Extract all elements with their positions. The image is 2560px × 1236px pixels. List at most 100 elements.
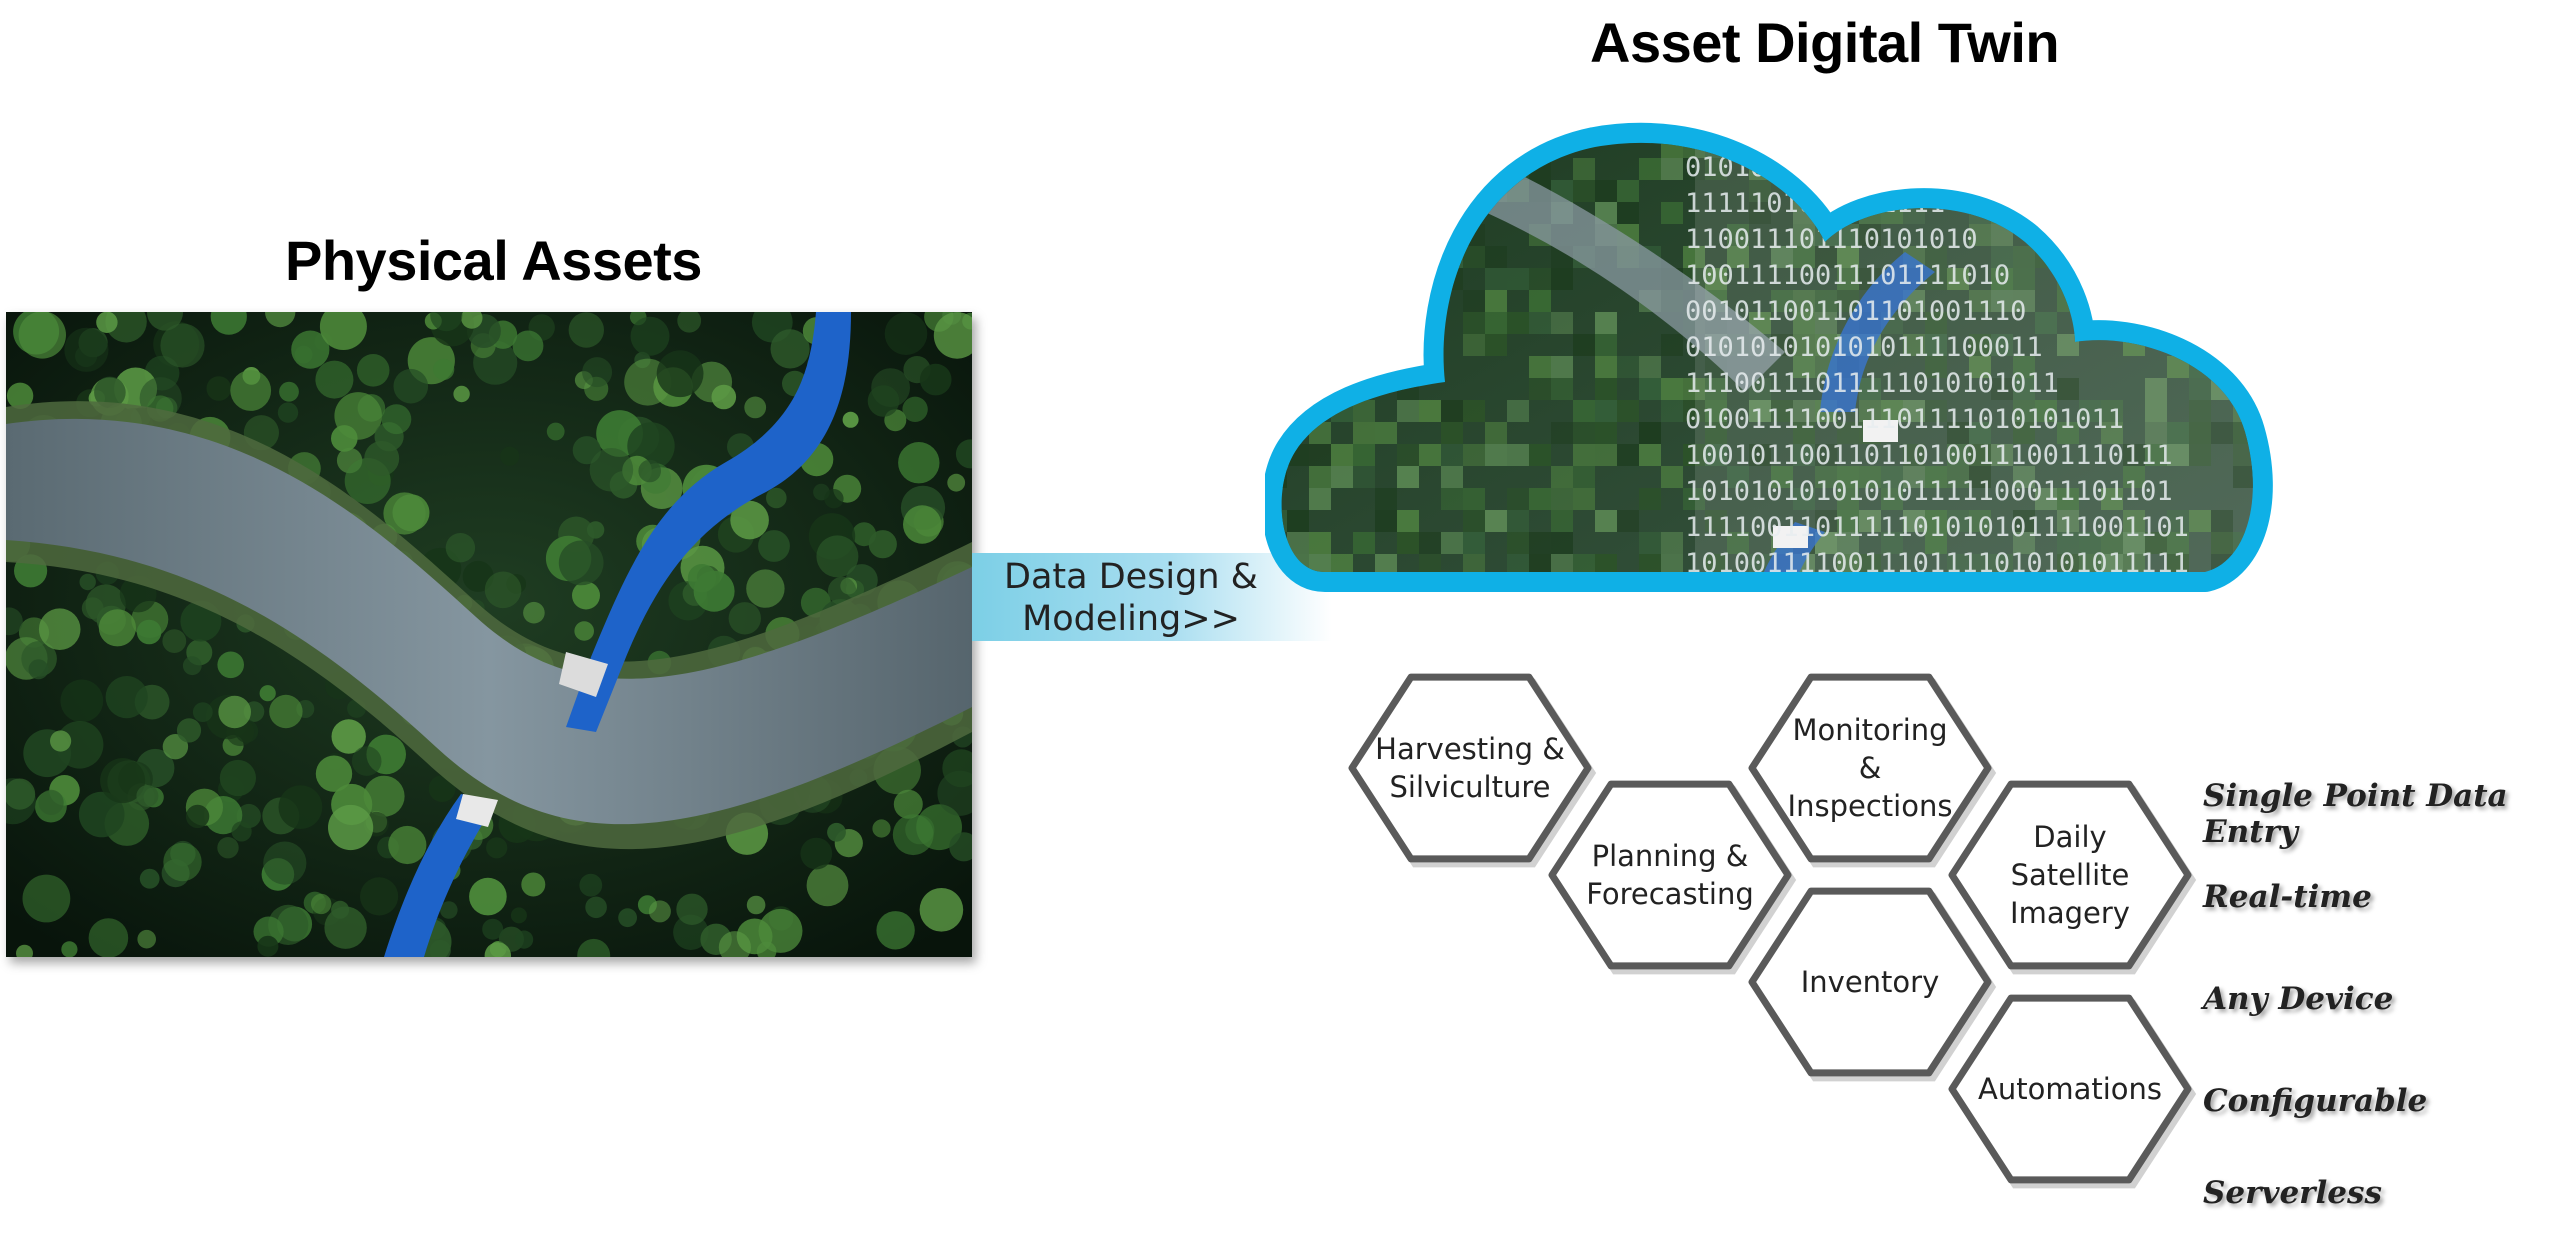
tree bbox=[523, 601, 545, 624]
pixel bbox=[1837, 180, 1859, 202]
pixel bbox=[2343, 510, 2345, 532]
tree bbox=[638, 459, 661, 483]
pixel bbox=[1595, 400, 1617, 422]
pixel bbox=[1881, 142, 1903, 158]
tree bbox=[381, 404, 412, 435]
pixel bbox=[1683, 378, 1705, 400]
pixel bbox=[2013, 246, 2035, 268]
pixel bbox=[1793, 686, 1815, 692]
pixel bbox=[2123, 620, 2145, 642]
pixel bbox=[1903, 334, 1925, 356]
tree bbox=[334, 392, 383, 440]
pixel bbox=[2101, 202, 2123, 224]
pixel bbox=[1309, 532, 1331, 554]
tree bbox=[949, 832, 972, 862]
pixel bbox=[1859, 642, 1881, 664]
pixel bbox=[1683, 642, 1705, 664]
pixel bbox=[2145, 444, 2167, 466]
feature-real-time: Real-time bbox=[2203, 879, 2372, 915]
pixel bbox=[1331, 92, 1353, 114]
pixel bbox=[1331, 224, 1353, 246]
pixel bbox=[2233, 598, 2255, 620]
pixel bbox=[2079, 246, 2101, 268]
tree bbox=[574, 621, 594, 641]
tree bbox=[898, 442, 940, 484]
pixel bbox=[1595, 598, 1617, 620]
pixel bbox=[1441, 142, 1463, 158]
pixel bbox=[1771, 246, 1793, 268]
pixel bbox=[1397, 510, 1419, 532]
pixel bbox=[2277, 510, 2299, 532]
pixel bbox=[2101, 422, 2123, 444]
pixel bbox=[1859, 554, 1881, 573]
pixel bbox=[1991, 268, 2013, 290]
pixel bbox=[1947, 268, 1969, 290]
pixel bbox=[2079, 664, 2101, 686]
pixel bbox=[1595, 642, 1617, 664]
pixel bbox=[2057, 620, 2079, 642]
pixel bbox=[2167, 356, 2189, 378]
tree bbox=[893, 789, 923, 819]
pixel bbox=[1353, 598, 1375, 620]
pixel bbox=[2101, 620, 2123, 642]
pixel bbox=[1309, 224, 1331, 246]
pixel bbox=[2233, 114, 2255, 136]
pixel bbox=[1375, 642, 1397, 664]
pixel bbox=[2057, 114, 2079, 136]
pixel bbox=[2255, 664, 2277, 686]
pixel bbox=[2255, 686, 2277, 692]
tree bbox=[816, 535, 859, 578]
pixel bbox=[2189, 378, 2211, 400]
pixel bbox=[2167, 312, 2189, 334]
pixel bbox=[1463, 158, 1485, 180]
pixel bbox=[1375, 312, 1397, 334]
pixel bbox=[1815, 246, 1837, 268]
pixel bbox=[2343, 158, 2345, 180]
pixel bbox=[2013, 466, 2035, 488]
cloud-stream-upper bbox=[1820, 252, 1935, 412]
pixel bbox=[1947, 510, 1969, 532]
pixel bbox=[2079, 620, 2101, 642]
pixel bbox=[2211, 532, 2233, 554]
tree bbox=[445, 533, 476, 563]
pixel bbox=[1727, 532, 1749, 554]
pixel bbox=[1793, 400, 1815, 422]
tree bbox=[758, 908, 803, 953]
pixel bbox=[2321, 444, 2343, 466]
pixel bbox=[2321, 598, 2343, 620]
pixel bbox=[1705, 378, 1727, 400]
pixel bbox=[2189, 510, 2211, 532]
pixel bbox=[2167, 664, 2189, 686]
tree bbox=[892, 814, 934, 856]
tree bbox=[136, 785, 159, 807]
pixel bbox=[1705, 642, 1727, 664]
pixel bbox=[1661, 202, 1683, 224]
pixel bbox=[1991, 142, 2013, 158]
pixel bbox=[1639, 356, 1661, 378]
pixel bbox=[1265, 114, 1287, 136]
pixel bbox=[1353, 642, 1375, 664]
pixel bbox=[1265, 576, 1287, 598]
cloud-culvert-upper bbox=[1863, 420, 1898, 442]
pixel bbox=[1485, 620, 1507, 642]
pixel bbox=[1661, 400, 1683, 422]
pixel bbox=[1529, 290, 1551, 312]
tree bbox=[515, 930, 534, 949]
pixel bbox=[1551, 686, 1573, 692]
tree bbox=[746, 569, 785, 608]
pixel bbox=[2101, 532, 2123, 554]
pixel bbox=[1529, 444, 1551, 466]
pixel bbox=[1463, 334, 1485, 356]
pixel bbox=[1595, 378, 1617, 400]
pixel bbox=[1969, 356, 1991, 378]
pixel bbox=[1441, 466, 1463, 488]
pixel bbox=[1815, 466, 1837, 488]
pixel bbox=[2299, 268, 2321, 290]
pixel bbox=[1969, 642, 1991, 664]
pixel bbox=[2255, 312, 2277, 334]
pixel bbox=[1287, 180, 1309, 202]
pixel bbox=[2189, 290, 2211, 312]
pixel bbox=[1947, 598, 1969, 620]
pixel bbox=[1947, 422, 1969, 444]
pixel bbox=[1969, 554, 1991, 573]
